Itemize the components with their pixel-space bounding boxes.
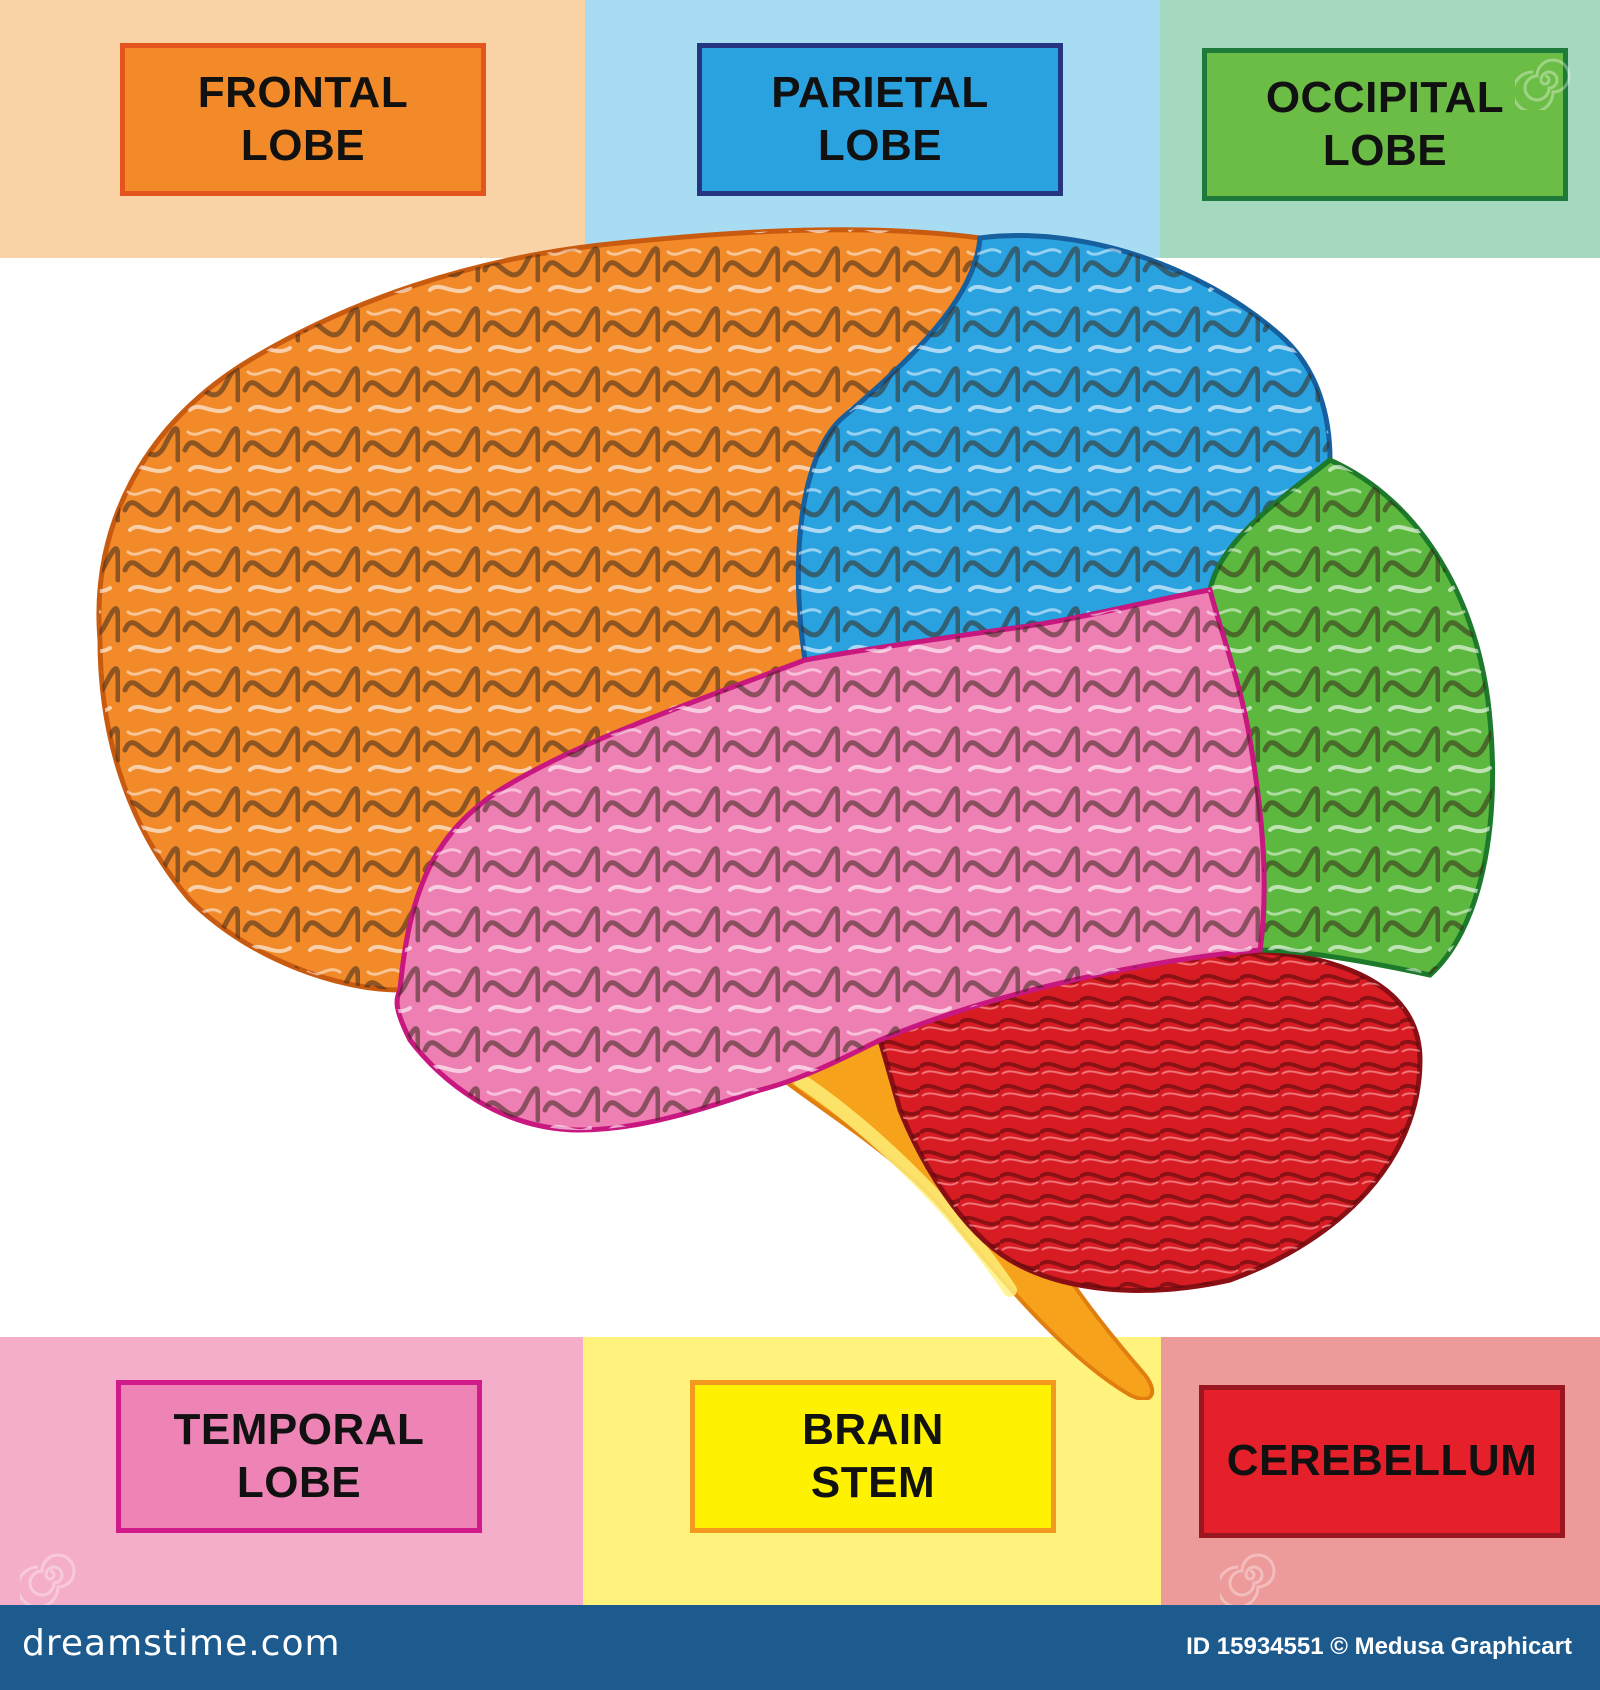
- footer-bar: dreamstime.com ID 15934551 © Medusa Grap…: [0, 1605, 1600, 1690]
- occipital-lobe-label: OCCIPITAL LOBE: [1202, 48, 1568, 201]
- brain-illustration: [96, 227, 1495, 1400]
- occipital-lobe-label-line1: OCCIPITAL: [1265, 72, 1505, 122]
- parietal-lobe-region: [795, 233, 1333, 663]
- occipital-lobe-region: [1207, 457, 1495, 978]
- brain-stem-label-line2: STEM: [810, 1457, 936, 1507]
- parietal-lobe-label-line2: LOBE: [817, 120, 943, 170]
- brain-stem-label-line1: BRAIN: [802, 1404, 944, 1454]
- brain-stem-label: BRAIN STEM: [690, 1380, 1056, 1533]
- temporal-lobe-region: [394, 587, 1267, 1133]
- frontal-lobe-label: FRONTAL LOBE: [120, 43, 486, 196]
- watermark-spiral-icon: [1220, 1553, 1276, 1605]
- cerebellum-label: CEREBELLUM: [1199, 1385, 1565, 1538]
- temporal-lobe-label: TEMPORAL LOBE: [116, 1380, 482, 1533]
- parietal-lobe-label-line1: PARIETAL: [771, 67, 989, 117]
- cerebellum-label-line1: CEREBELLUM: [1226, 1436, 1538, 1486]
- frontal-lobe-label-line1: FRONTAL: [197, 67, 409, 117]
- parietal-lobe-label: PARIETAL LOBE: [697, 43, 1063, 196]
- footer-image-credit: ID 15934551 © Medusa Graphicart: [1186, 1633, 1572, 1660]
- frontal-lobe-label-line2: LOBE: [240, 120, 366, 170]
- footer-site-name: dreamstime.com: [22, 1623, 341, 1664]
- watermark-spiral-icon: [1515, 58, 1571, 110]
- temporal-lobe-label-line1: TEMPORAL: [173, 1404, 425, 1454]
- occipital-lobe-label-line2: LOBE: [1322, 125, 1448, 175]
- frontal-lobe-region: [96, 227, 983, 993]
- temporal-lobe-label-line2: LOBE: [236, 1457, 362, 1507]
- watermark-spiral-icon: [20, 1553, 76, 1605]
